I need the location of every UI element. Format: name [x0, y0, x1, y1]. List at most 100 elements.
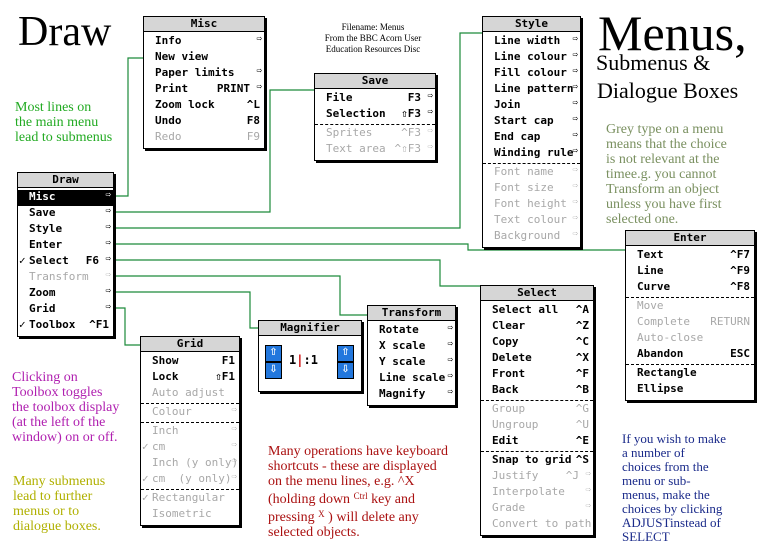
save-menu-item-text-area[interactable]: Text area^⇧F3⇨: [315, 142, 435, 158]
draw-menu-item-transform[interactable]: Transform⇨: [18, 270, 113, 286]
style-menu-item-end-cap[interactable]: End cap⇨: [483, 130, 580, 146]
select-menu-item-back[interactable]: Back^B: [481, 383, 593, 399]
draw-menu-item-zoom[interactable]: Zoom⇨: [18, 286, 113, 302]
style-menu-item-join[interactable]: Join⇨: [483, 98, 580, 114]
select-menu-item-copy[interactable]: Copy^C: [481, 335, 593, 351]
magnifier-right-down-button[interactable]: ⇩: [337, 362, 354, 379]
shortcut-key: ^⇧F3: [394, 142, 422, 155]
style-menu-item-winding-rule[interactable]: Winding rule⇨: [483, 146, 580, 162]
menu-item-label: Save: [29, 206, 56, 219]
magnifier-right-up-button[interactable]: ⇧: [337, 345, 354, 362]
select-menu-item-justify[interactable]: Justify^J⇨: [481, 469, 593, 485]
enter-menu-item-rectangle[interactable]: Rectangle: [626, 366, 754, 382]
style-menu-item-fill-colour[interactable]: Fill colour⇨: [483, 66, 580, 82]
transform-menu-item-rotate[interactable]: Rotate⇨: [368, 323, 455, 339]
enter-menu-item-auto-close[interactable]: Auto-close: [626, 331, 754, 347]
grid-menu-item-inch[interactable]: Inch⇨: [141, 424, 239, 440]
enter-menu-item-text[interactable]: Text^F7: [626, 248, 754, 264]
misc-menu-item-zoom-lock[interactable]: Zoom lock^L: [144, 98, 264, 114]
draw-menu-item-enter[interactable]: Enter⇨: [18, 238, 113, 254]
enter-menu-item-ellipse[interactable]: Ellipse: [626, 382, 754, 398]
misc-menu-title: Misc: [144, 17, 264, 32]
menu-item-label: Edit: [492, 434, 519, 447]
style-menu-item-font-name[interactable]: Font name⇨: [483, 165, 580, 181]
select-menu-item-group[interactable]: Group^G: [481, 402, 593, 418]
enter-menu-item-line[interactable]: Line^F9: [626, 264, 754, 280]
transform-menu-item-line-scale[interactable]: Line scale⇨: [368, 371, 455, 387]
style-menu-item-start-cap[interactable]: Start cap⇨: [483, 114, 580, 130]
menu-item-label: Back: [492, 383, 519, 396]
save-menu-item-sprites[interactable]: Sprites^F3⇨: [315, 126, 435, 142]
draw-menu-item-toolbox[interactable]: ✓Toolbox^F1: [18, 318, 113, 334]
grid-menu-item-colour[interactable]: Colour⇨: [141, 405, 239, 421]
misc-menu-item-paper-limits[interactable]: Paper limits⇨: [144, 66, 264, 82]
draw-menu-item-misc[interactable]: Misc⇨: [18, 190, 113, 206]
transform-menu-item-x-scale[interactable]: X scale⇨: [368, 339, 455, 355]
select-menu-item-clear[interactable]: Clear^Z: [481, 319, 593, 335]
magnifier-left-value[interactable]: 1: [289, 353, 297, 367]
select-menu-item-edit[interactable]: Edit^E: [481, 434, 593, 450]
select-menu-item-convert-to-path[interactable]: Convert to path: [481, 517, 593, 533]
select-menu-item-front[interactable]: Front^F: [481, 367, 593, 383]
select-menu-item-ungroup[interactable]: Ungroup^U: [481, 418, 593, 434]
grid-menu-item-cm[interactable]: ✓cm⇨: [141, 440, 239, 456]
draw-menu-item-save[interactable]: Save⇨: [18, 206, 113, 222]
menu-item-label: Redo: [155, 130, 182, 143]
submenu-arrow-icon: ⇨: [231, 405, 237, 415]
misc-menu-item-new-view[interactable]: New view: [144, 50, 264, 66]
grid-menu-item-cm-y-only-[interactable]: ✓cm (y only)⇨: [141, 472, 239, 488]
menu-item-label: cm (y only): [152, 472, 232, 485]
style-menu-item-line-colour[interactable]: Line colour⇨: [483, 50, 580, 66]
style-menu-item-text-colour[interactable]: Text colour⇨: [483, 213, 580, 229]
menu-item-label: Text colour: [494, 213, 567, 226]
enter-menu-item-curve[interactable]: Curve^F8: [626, 280, 754, 296]
shortcut-key: ^J: [565, 469, 579, 482]
style-menu-item-font-size[interactable]: Font size⇨: [483, 181, 580, 197]
misc-menu-item-info[interactable]: Info⇨: [144, 34, 264, 50]
menu-item-label: Font name: [494, 165, 554, 178]
transform-menu-item-y-scale[interactable]: Y scale⇨: [368, 355, 455, 371]
select-menu-item-grade[interactable]: Grade⇨: [481, 501, 593, 517]
grid-menu-item-rectangular[interactable]: ✓Rectangular: [141, 491, 239, 507]
menu-item-label: Font size: [494, 181, 554, 194]
grid-menu-item-auto-adjust[interactable]: Auto adjust: [141, 386, 239, 402]
magnifier-left-down-button[interactable]: ⇩: [265, 362, 282, 379]
enter-menu-item-move[interactable]: Move: [626, 299, 754, 315]
shortcut-key: F6: [85, 254, 99, 267]
transform-menu-item-magnify[interactable]: Magnify⇨: [368, 387, 455, 403]
menu-item-label: Text area: [326, 142, 386, 155]
grid-menu-item-inch-y-only-[interactable]: Inch (y only)⇨: [141, 456, 239, 472]
magnifier-left-up-button[interactable]: ⇧: [265, 345, 282, 362]
menu-item-label: Toolbox: [29, 318, 76, 331]
menu-item-label: New view: [155, 50, 208, 63]
select-menu-item-snap-to-grid[interactable]: Snap to grid^S: [481, 453, 593, 469]
draw-menu-item-style[interactable]: Style⇨: [18, 222, 113, 238]
style-menu-item-line-width[interactable]: Line width⇨: [483, 34, 580, 50]
menu-item-label: Snap to grid: [492, 453, 572, 466]
magnifier-right-value[interactable]: 1: [310, 353, 318, 367]
shortcut-key: ⇧F3: [401, 107, 421, 120]
grid-menu-item-isometric[interactable]: Isometric: [141, 507, 239, 523]
style-menu-item-line-pattern[interactable]: Line pattern⇨: [483, 82, 580, 98]
submenu-arrow-icon: ⇨: [105, 190, 111, 200]
shortcut-key: ^G: [575, 402, 589, 415]
save-menu-item-selection[interactable]: Selection⇧F3⇨: [315, 107, 435, 123]
style-menu-item-background[interactable]: Background⇨: [483, 229, 580, 245]
draw-menu-item-grid[interactable]: Grid⇨: [18, 302, 113, 318]
submenu-arrow-icon: ⇨: [105, 222, 111, 232]
select-menu-item-delete[interactable]: Delete^X: [481, 351, 593, 367]
select-menu-item-select-all[interactable]: Select all^A: [481, 303, 593, 319]
select-menu-item-interpolate[interactable]: Interpolate⇨: [481, 485, 593, 501]
grid-menu-item-lock[interactable]: Lock⇧F1: [141, 370, 239, 386]
menu-item-label: Lock: [152, 370, 179, 383]
style-menu-item-font-height[interactable]: Font height⇨: [483, 197, 580, 213]
